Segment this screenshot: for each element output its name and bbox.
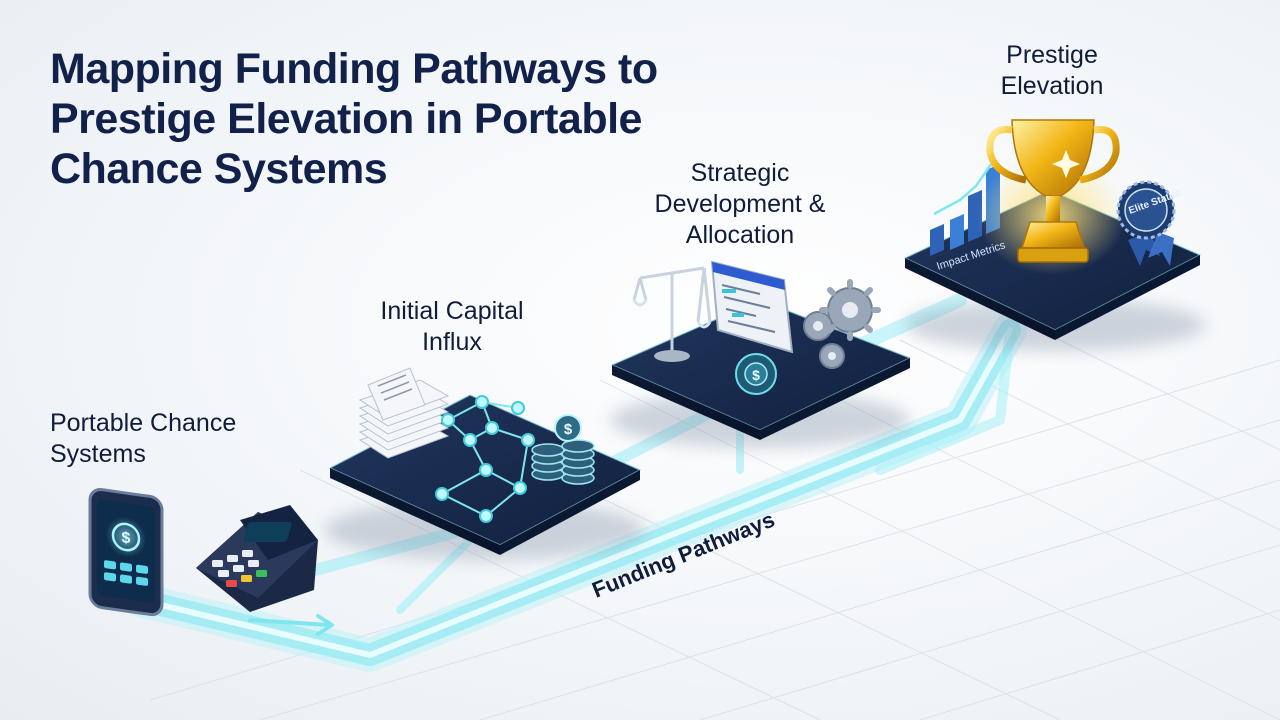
scales-icon — [632, 266, 712, 362]
chart-window-icon — [710, 260, 794, 354]
svg-text:$: $ — [564, 421, 573, 438]
stage-label-portable: Portable Chance Systems — [50, 409, 237, 468]
smartphone-icon: $ — [88, 488, 164, 617]
trophy-icon — [977, 119, 1127, 275]
stage-label-strategic: Strategic Development & Allocation — [654, 159, 826, 249]
card-terminal-icon — [196, 505, 318, 612]
stage-label-prestige: Prestige Elevation — [1000, 41, 1104, 100]
coin-stack-icon: $ — [531, 414, 595, 485]
stage-label-capital: Initial Capital Influx — [380, 297, 524, 356]
receipts-icon — [358, 367, 450, 459]
gears-icon: $ — [735, 279, 881, 395]
svg-text:$: $ — [752, 367, 760, 383]
svg-text:$: $ — [122, 529, 131, 548]
network-icon — [435, 395, 535, 523]
page-title: Mapping Funding Pathways to Prestige Ele… — [50, 45, 658, 193]
